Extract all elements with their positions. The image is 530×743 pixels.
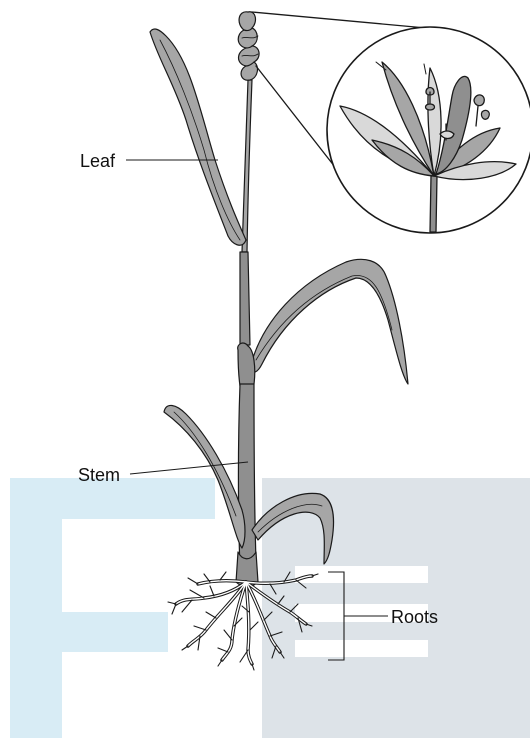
stem-sheath [238, 343, 255, 386]
flower-stalk [430, 176, 437, 232]
magnifier-line-top [252, 12, 426, 28]
lower-left-leaf [164, 405, 245, 548]
watermark-white-bar-3 [295, 640, 428, 657]
watermark-blue-shape [10, 478, 215, 738]
leaf-label: Leaf [80, 151, 116, 171]
top-leaf [150, 29, 246, 245]
upper-stalk [242, 80, 252, 252]
flower-spike [238, 12, 259, 80]
flower-magnifier [252, 12, 530, 233]
roots-label: Roots [391, 607, 438, 627]
middle-stem [240, 252, 250, 345]
stem-label: Stem [78, 465, 120, 485]
right-leaf [250, 259, 408, 384]
stem-leader-line [130, 462, 248, 474]
